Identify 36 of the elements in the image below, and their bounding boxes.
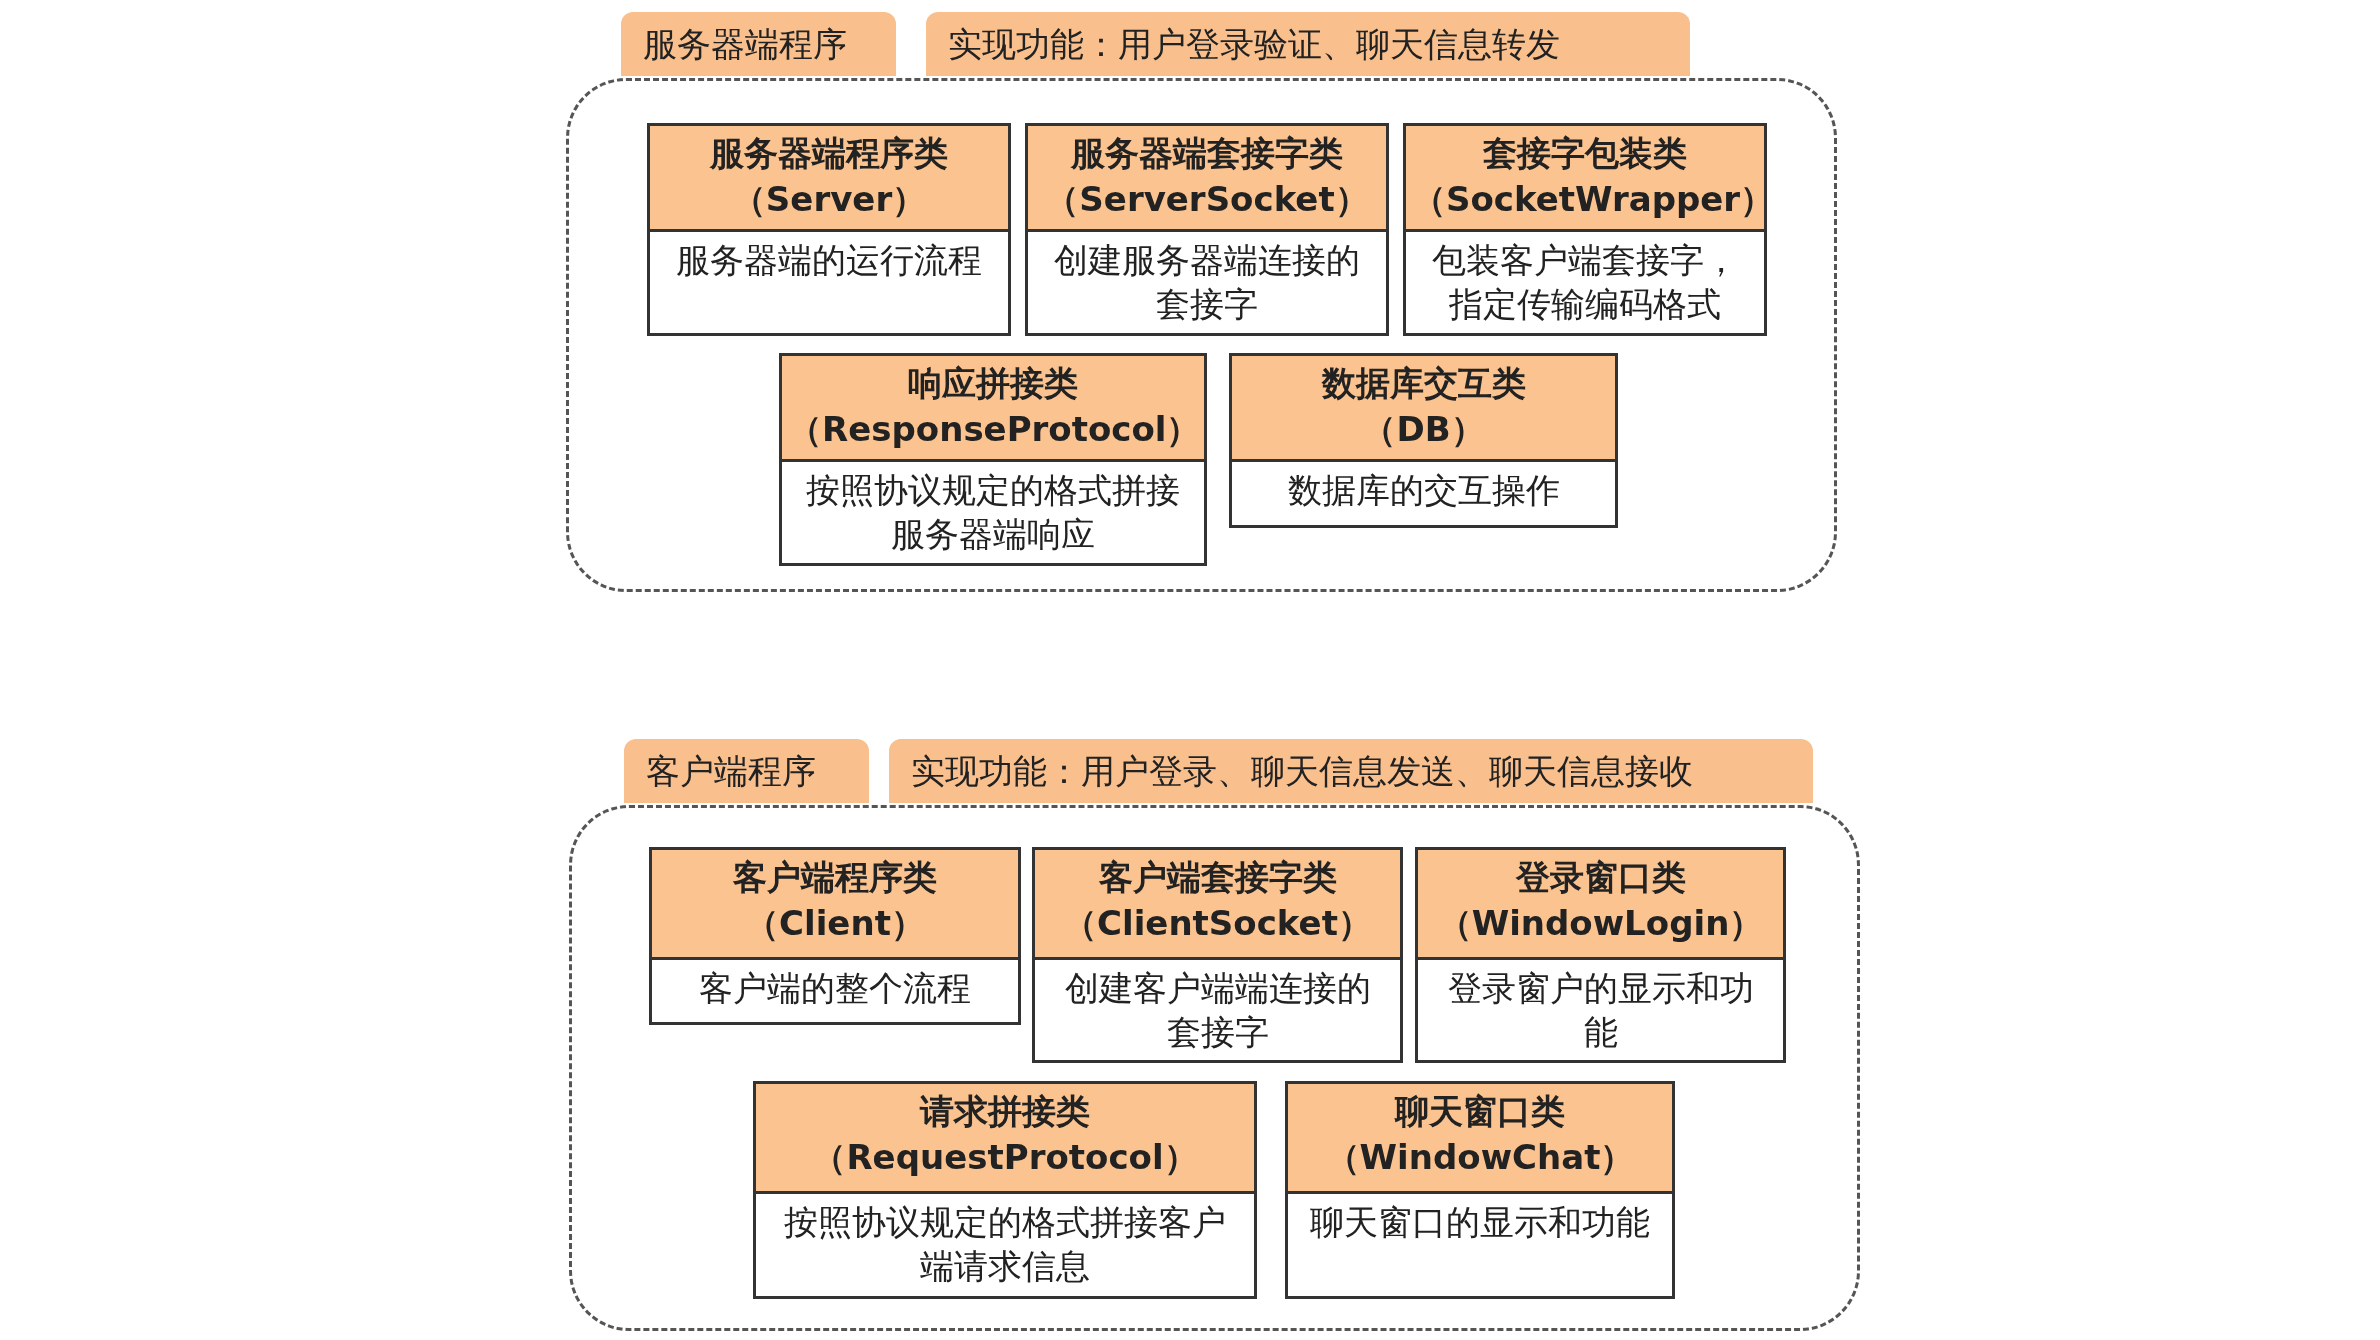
class-box (647, 123, 1011, 336)
tab-label: 客户端程序 (624, 739, 869, 803)
class-box (1032, 847, 1403, 1063)
class-title: 请求拼接类（RequestProtocol） (756, 1084, 1254, 1194)
tab-label: 服务器端程序 (621, 12, 896, 76)
class-title: 服务器端程序类（Server） (650, 126, 1008, 232)
class-box (1403, 123, 1767, 336)
class-title: 套接字包装类（SocketWrapper） (1406, 126, 1764, 232)
tab-label: 实现功能：用户登录、聊天信息发送、聊天信息接收 (889, 739, 1813, 803)
class-box (1229, 353, 1618, 528)
class-description: 创建服务器端连接的套接字 (1053, 239, 1361, 326)
class-title: 聊天窗口类（WindowChat） (1288, 1084, 1672, 1194)
class-title: 数据库交互类（DB） (1232, 356, 1615, 462)
class-description: 服务器端的运行流程 (675, 239, 983, 282)
class-description: 创建客户端端连接的套接字 (1063, 967, 1372, 1054)
class-title: 客户端套接字类（ClientSocket） (1035, 850, 1400, 960)
tab-label: 实现功能：用户登录验证、聊天信息转发 (926, 12, 1690, 76)
group-frame (566, 78, 1837, 592)
class-box (649, 847, 1021, 1025)
class-title: 客户端程序类（Client） (652, 850, 1018, 960)
class-description: 包装客户端套接字，指定传输编码格式 (1431, 239, 1739, 326)
class-description: 登录窗户的显示和功能 (1446, 967, 1755, 1054)
class-box (779, 353, 1207, 566)
class-box (1285, 1081, 1675, 1299)
class-box (753, 1081, 1257, 1299)
class-title: 服务器端套接字类（ServerSocket） (1028, 126, 1386, 232)
class-description: 按照协议规定的格式拼接服务器端响应 (805, 469, 1181, 556)
class-title: 响应拼接类（ResponseProtocol） (782, 356, 1204, 462)
class-title: 登录窗口类（WindowLogin） (1418, 850, 1783, 960)
group-frame (569, 805, 1860, 1331)
class-description: 按照协议规定的格式拼接客户端请求信息 (783, 1201, 1227, 1288)
class-description: 客户端的整个流程 (698, 967, 972, 1010)
class-description: 聊天窗口的显示和功能 (1309, 1201, 1651, 1244)
class-box (1415, 847, 1786, 1063)
class-box (1025, 123, 1389, 336)
class-description: 数据库的交互操作 (1286, 469, 1561, 512)
